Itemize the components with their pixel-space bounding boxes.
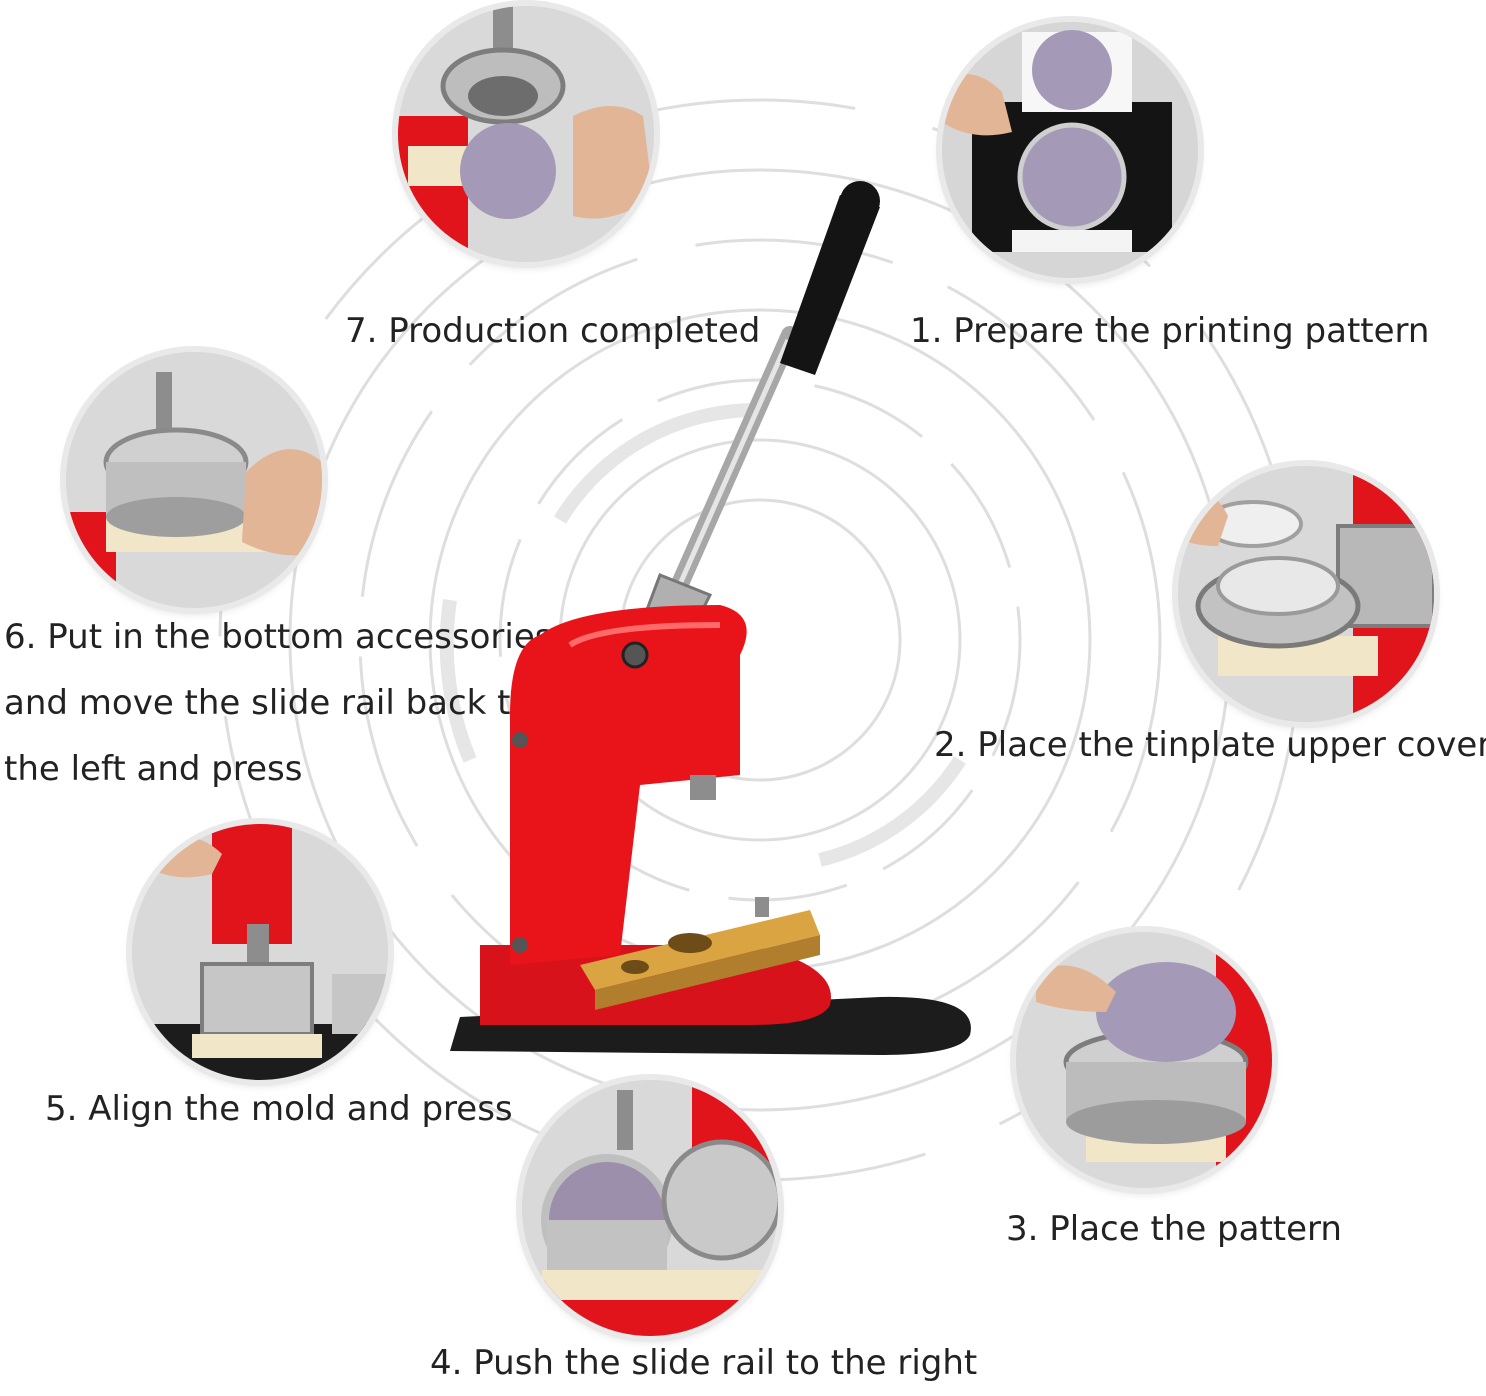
step-1-photo: [942, 22, 1198, 278]
step-3-photo: [1016, 932, 1272, 1188]
button-press-machine-icon: [450, 181, 971, 1055]
press-mold-icon: [132, 824, 388, 1080]
step-4-photo: [522, 1080, 778, 1336]
tinplate-cover-icon: [1178, 466, 1434, 722]
step-6-photo: [66, 352, 322, 608]
step-1-caption: 1. Prepare the printing pattern: [910, 311, 1430, 351]
step-6-caption-line-2: and move the slide rail back to: [4, 683, 532, 723]
slide-rail-icon: [522, 1080, 778, 1336]
stencil-plate-icon: [942, 22, 1198, 278]
step-6-caption-line-3: the left and press: [4, 749, 303, 789]
step-5-caption: 5. Align the mold and press: [45, 1089, 513, 1129]
step-7-caption: 7. Production completed: [345, 311, 761, 351]
step-5-photo: [132, 824, 388, 1080]
step-2-caption: 2. Place the tinplate upper cover: [934, 725, 1486, 765]
step-4-caption: 4. Push the slide rail to the right: [430, 1343, 978, 1383]
step-7-photo: [398, 6, 654, 262]
step-3-caption: 3. Place the pattern: [1006, 1209, 1342, 1249]
bottom-accessory-icon: [66, 352, 322, 608]
pattern-disc-icon: [1016, 932, 1272, 1188]
finished-button-icon: [398, 6, 654, 262]
step-2-photo: [1178, 466, 1434, 722]
step-6-caption: 6. Put in the bottom accessories and mov…: [4, 604, 564, 802]
step-6-caption-line-1: 6. Put in the bottom accessories: [4, 617, 553, 657]
